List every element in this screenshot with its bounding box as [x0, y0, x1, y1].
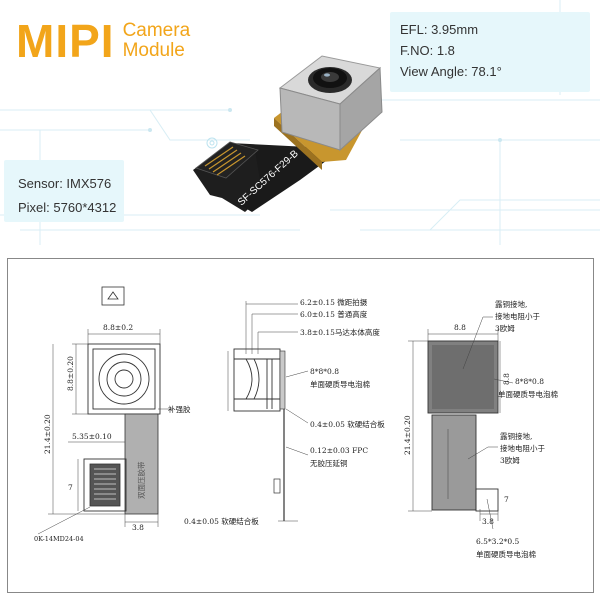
- stiffener-label: 补强胶: [168, 405, 191, 414]
- right-resistance-2a: 接地电阻小于: [500, 444, 545, 453]
- right-total-height-dim: 21.4±0.20: [403, 415, 412, 455]
- side-dim-04-a: 0.4±0.05 软硬结合板: [310, 420, 385, 429]
- right-copper-ground-1: 露铜接地,: [495, 300, 528, 309]
- connector-label: 0K-14MD24-04: [34, 535, 84, 543]
- logo-module-text: Module: [122, 40, 185, 61]
- side-foam-size: 8*8*0.8: [310, 367, 339, 376]
- sensor-spec: Sensor: IMX576: [18, 176, 112, 191]
- left-dim-535: 5.35±0.10: [72, 432, 112, 441]
- view-angle-spec: View Angle: 78.1°: [400, 64, 502, 79]
- left-total-height-dim: 21.4±0.20: [43, 414, 52, 454]
- logo-camera-text: Camera: [122, 20, 191, 41]
- right-foam-desc: 单面硬质导电泡棉: [498, 390, 558, 399]
- right-width-dim: 8.8: [454, 323, 466, 332]
- technical-drawing: 8.8±0.2 8.8±0.20 21.4±0.20 5.35±0.10 7 3…: [7, 258, 594, 593]
- right-dim-38: 3.8: [482, 517, 494, 526]
- flex-tape-label: 双面压胶带: [137, 461, 146, 500]
- right-resistance-1b: 3欧姆: [495, 324, 515, 333]
- side-dim-012: 0.12±0.03 FPC: [310, 446, 369, 455]
- right-resistance-1a: 接地电阻小于: [495, 312, 540, 321]
- left-dim-7: 7: [68, 483, 73, 492]
- brand-logo: MIPI Camera Module: [16, 18, 190, 64]
- right-height-dim: 8.8: [502, 373, 511, 385]
- drawing-lines: [37, 286, 514, 535]
- right-foam2-desc: 单面硬质导电泡棉: [476, 550, 536, 559]
- camera-module-illustration: [193, 55, 383, 212]
- side-dim-38: 3.8±0.15马达本体高度: [300, 328, 380, 337]
- right-resistance-2b: 3欧姆: [500, 456, 520, 465]
- logo-mipi-text: MIPI: [16, 15, 115, 67]
- left-height-dim: 8.8±0.20: [66, 356, 75, 391]
- pixel-spec: Pixel: 5760*4312: [18, 200, 117, 215]
- efl-spec: EFL: 3.95mm: [400, 22, 479, 37]
- right-copper-ground-2: 露铜接地,: [500, 432, 533, 441]
- right-foam-size: 8*8*0.8: [515, 377, 544, 386]
- product-banner: MIPI Camera Module EFL: 3.95mm F.NO: 1.8…: [0, 0, 600, 245]
- side-dim-04-b: 0.4±0.05 软硬结合板: [184, 517, 259, 526]
- optical-spec-box: [390, 12, 590, 92]
- side-foam-desc: 单面硬质导电泡棉: [310, 380, 370, 389]
- side-no-glue: 无胶压延铜: [310, 459, 348, 468]
- side-dim-62: 6.2±0.15 微距拍摄: [300, 298, 368, 307]
- fno-spec: F.NO: 1.8: [400, 43, 455, 58]
- left-width-dim: 8.8±0.2: [103, 323, 134, 332]
- sensor-spec-box: [4, 160, 124, 222]
- left-dim-38: 3.8: [132, 523, 144, 532]
- right-foam2-size: 6.5*3.2*0.5: [476, 537, 520, 546]
- logo-subtitle: Camera Module: [123, 21, 191, 61]
- right-dim-7: 7: [504, 495, 509, 504]
- side-dim-60: 6.0±0.15 普通高度: [300, 310, 368, 319]
